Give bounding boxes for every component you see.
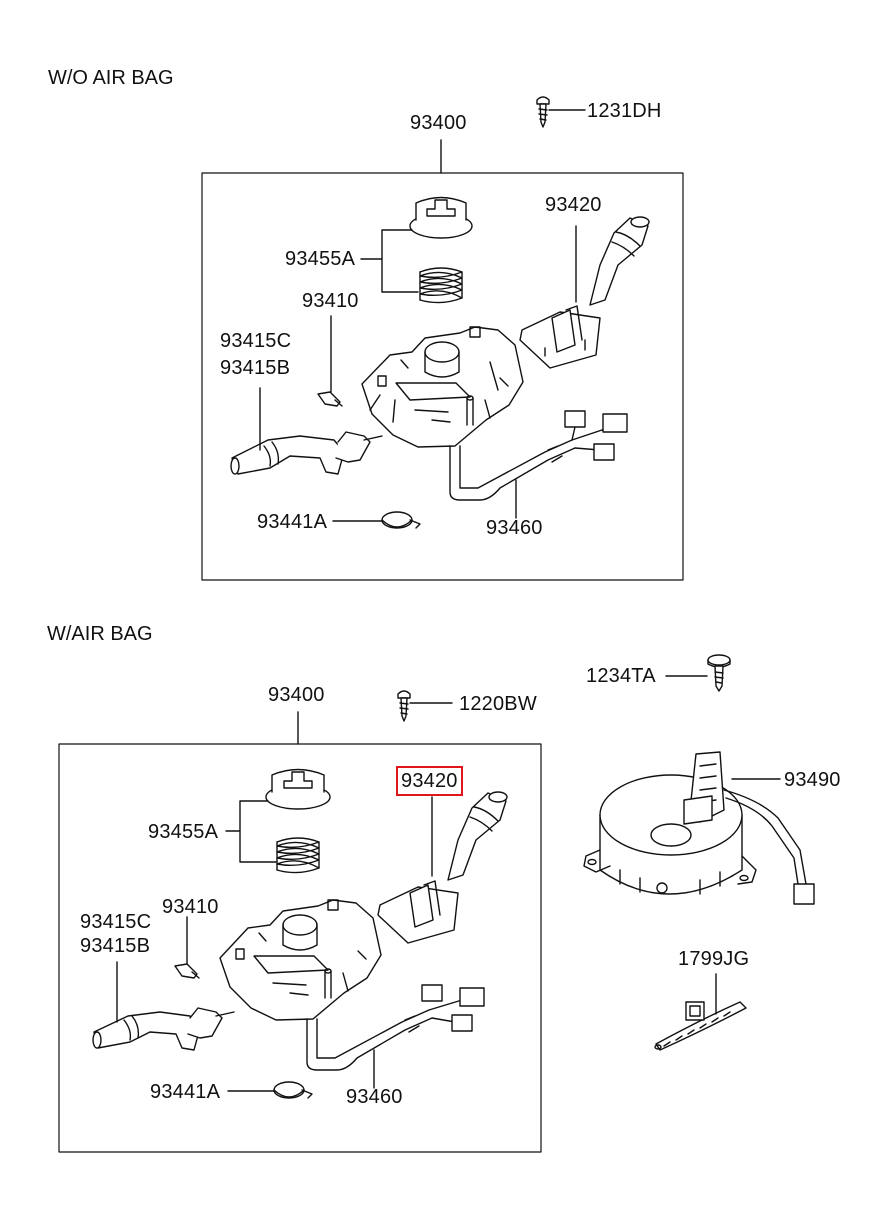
part-label-screw-ta[interactable]: 1234TA [586,665,656,687]
right-lever-bottom-icon [378,792,507,943]
clock-spring-icon [584,752,814,904]
part-label-harness-airbag[interactable]: 93460 [346,1086,403,1108]
part-label-left-lever-b[interactable]: 93415B [220,357,291,379]
part-label-right-lever-airbag[interactable]: 93420 [396,766,463,796]
switch-body-bottom-icon [220,900,381,1020]
screw-1231dh-icon [537,97,585,127]
part-label-bolt[interactable]: 93410 [302,290,359,312]
section-title-with-airbag: W/AIR BAG [47,623,153,645]
clamp-icon [333,512,420,528]
screw-1220bw-icon [398,691,452,721]
part-label-clamp[interactable]: 93441A [257,511,328,533]
part-label-assembly-airbag[interactable]: 93400 [268,684,325,706]
cam-cap-icon [410,198,472,239]
section-title-without-airbag: W/O AIR BAG [48,67,174,89]
part-label-clamp-airbag[interactable]: 93441A [150,1081,221,1103]
cam-spring-leader [361,230,418,292]
top-assembly-frame [202,140,683,580]
part-label-assembly[interactable]: 93400 [410,112,467,134]
left-lever-bottom-icon [93,962,234,1050]
bolt-bottom-icon [175,917,199,978]
cable-tie-icon [655,974,746,1050]
spring-bottom-icon [277,838,319,873]
part-label-left-lever-c[interactable]: 93415C [220,330,292,352]
part-label-tie[interactable]: 1799JG [678,948,750,970]
bottom-assembly-frame [59,712,541,1152]
clamp-bottom-icon [228,1082,312,1098]
part-label-screw[interactable]: 1231DH [587,100,662,122]
part-label-right-lever[interactable]: 93420 [545,194,602,216]
bolt-icon [318,316,342,406]
switch-body-icon [362,327,523,447]
right-lever-icon [520,217,649,368]
harness-bottom-icon [307,985,484,1088]
part-label-bolt-airbag[interactable]: 93410 [162,896,219,918]
part-label-screw-airbag[interactable]: 1220BW [459,693,537,715]
screw-1234ta-icon [666,655,730,691]
harness-icon [450,411,627,518]
part-label-clock-spring[interactable]: 93490 [784,769,841,791]
part-label-cam-spring[interactable]: 93455A [285,248,356,270]
cam-cap-bottom-icon [266,770,330,810]
part-label-left-lever-b-airbag[interactable]: 93415B [80,935,151,957]
part-label-cam-spring-airbag[interactable]: 93455A [148,821,219,843]
part-label-left-lever-c-airbag[interactable]: 93415C [80,911,152,933]
spring-icon [420,268,462,303]
left-lever-icon [231,388,382,474]
cam-spring-bottom-leader [226,801,276,862]
part-label-harness[interactable]: 93460 [486,517,543,539]
